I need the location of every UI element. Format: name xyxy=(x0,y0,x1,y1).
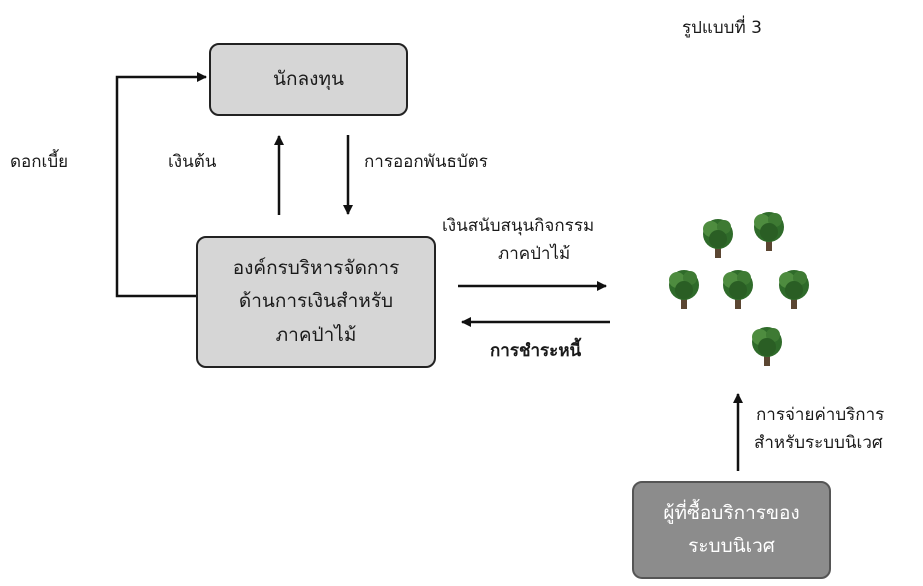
tree-icon xyxy=(779,270,809,309)
support-label-line2: ภาคป่าไม้ xyxy=(498,244,571,264)
repayment-label: การชำระหนี้ xyxy=(490,341,582,361)
tree-icon xyxy=(723,270,753,309)
tree-icon xyxy=(703,219,733,258)
interest-label: ดอกเบี้ย xyxy=(10,152,69,172)
support-label-line1: เงินสนับสนุนกิจกรรม xyxy=(442,216,595,236)
tree-icon xyxy=(669,270,699,309)
organization-label-line1: องค์กรบริหารจัดการ xyxy=(232,257,400,280)
organization-box: องค์กรบริหารจัดการ ด้านการเงินสำหรับ ภาค… xyxy=(196,236,436,368)
buyer-label-line1: ผู้ที่ซื้อบริการของ xyxy=(663,501,800,524)
organization-label-line2: ด้านการเงินสำหรับ xyxy=(238,290,394,313)
diagram-title: รูปแบบที่ 3 xyxy=(682,18,762,38)
organization-label-line3: ภาคป่าไม้ xyxy=(275,323,357,346)
interest-loop-arrow xyxy=(115,72,207,298)
buyer-label-line2: ระบบนิเวศ xyxy=(688,535,775,557)
principal-label: เงินต้น xyxy=(168,152,217,172)
buyer-box: ผู้ที่ซื้อบริการของ ระบบนิเวศ xyxy=(632,481,831,579)
payment-label-line1: การจ่ายค่าบริการ xyxy=(756,405,885,425)
tree-icon xyxy=(754,212,784,251)
bond-issue-label: การออกพันธบัตร xyxy=(364,152,488,172)
investor-box: นักลงทุน xyxy=(209,43,408,116)
payment-label-line2: สำหรับระบบนิเวศ xyxy=(754,433,883,453)
tree-icon xyxy=(752,327,782,366)
investor-label: นักลงทุน xyxy=(273,67,344,90)
